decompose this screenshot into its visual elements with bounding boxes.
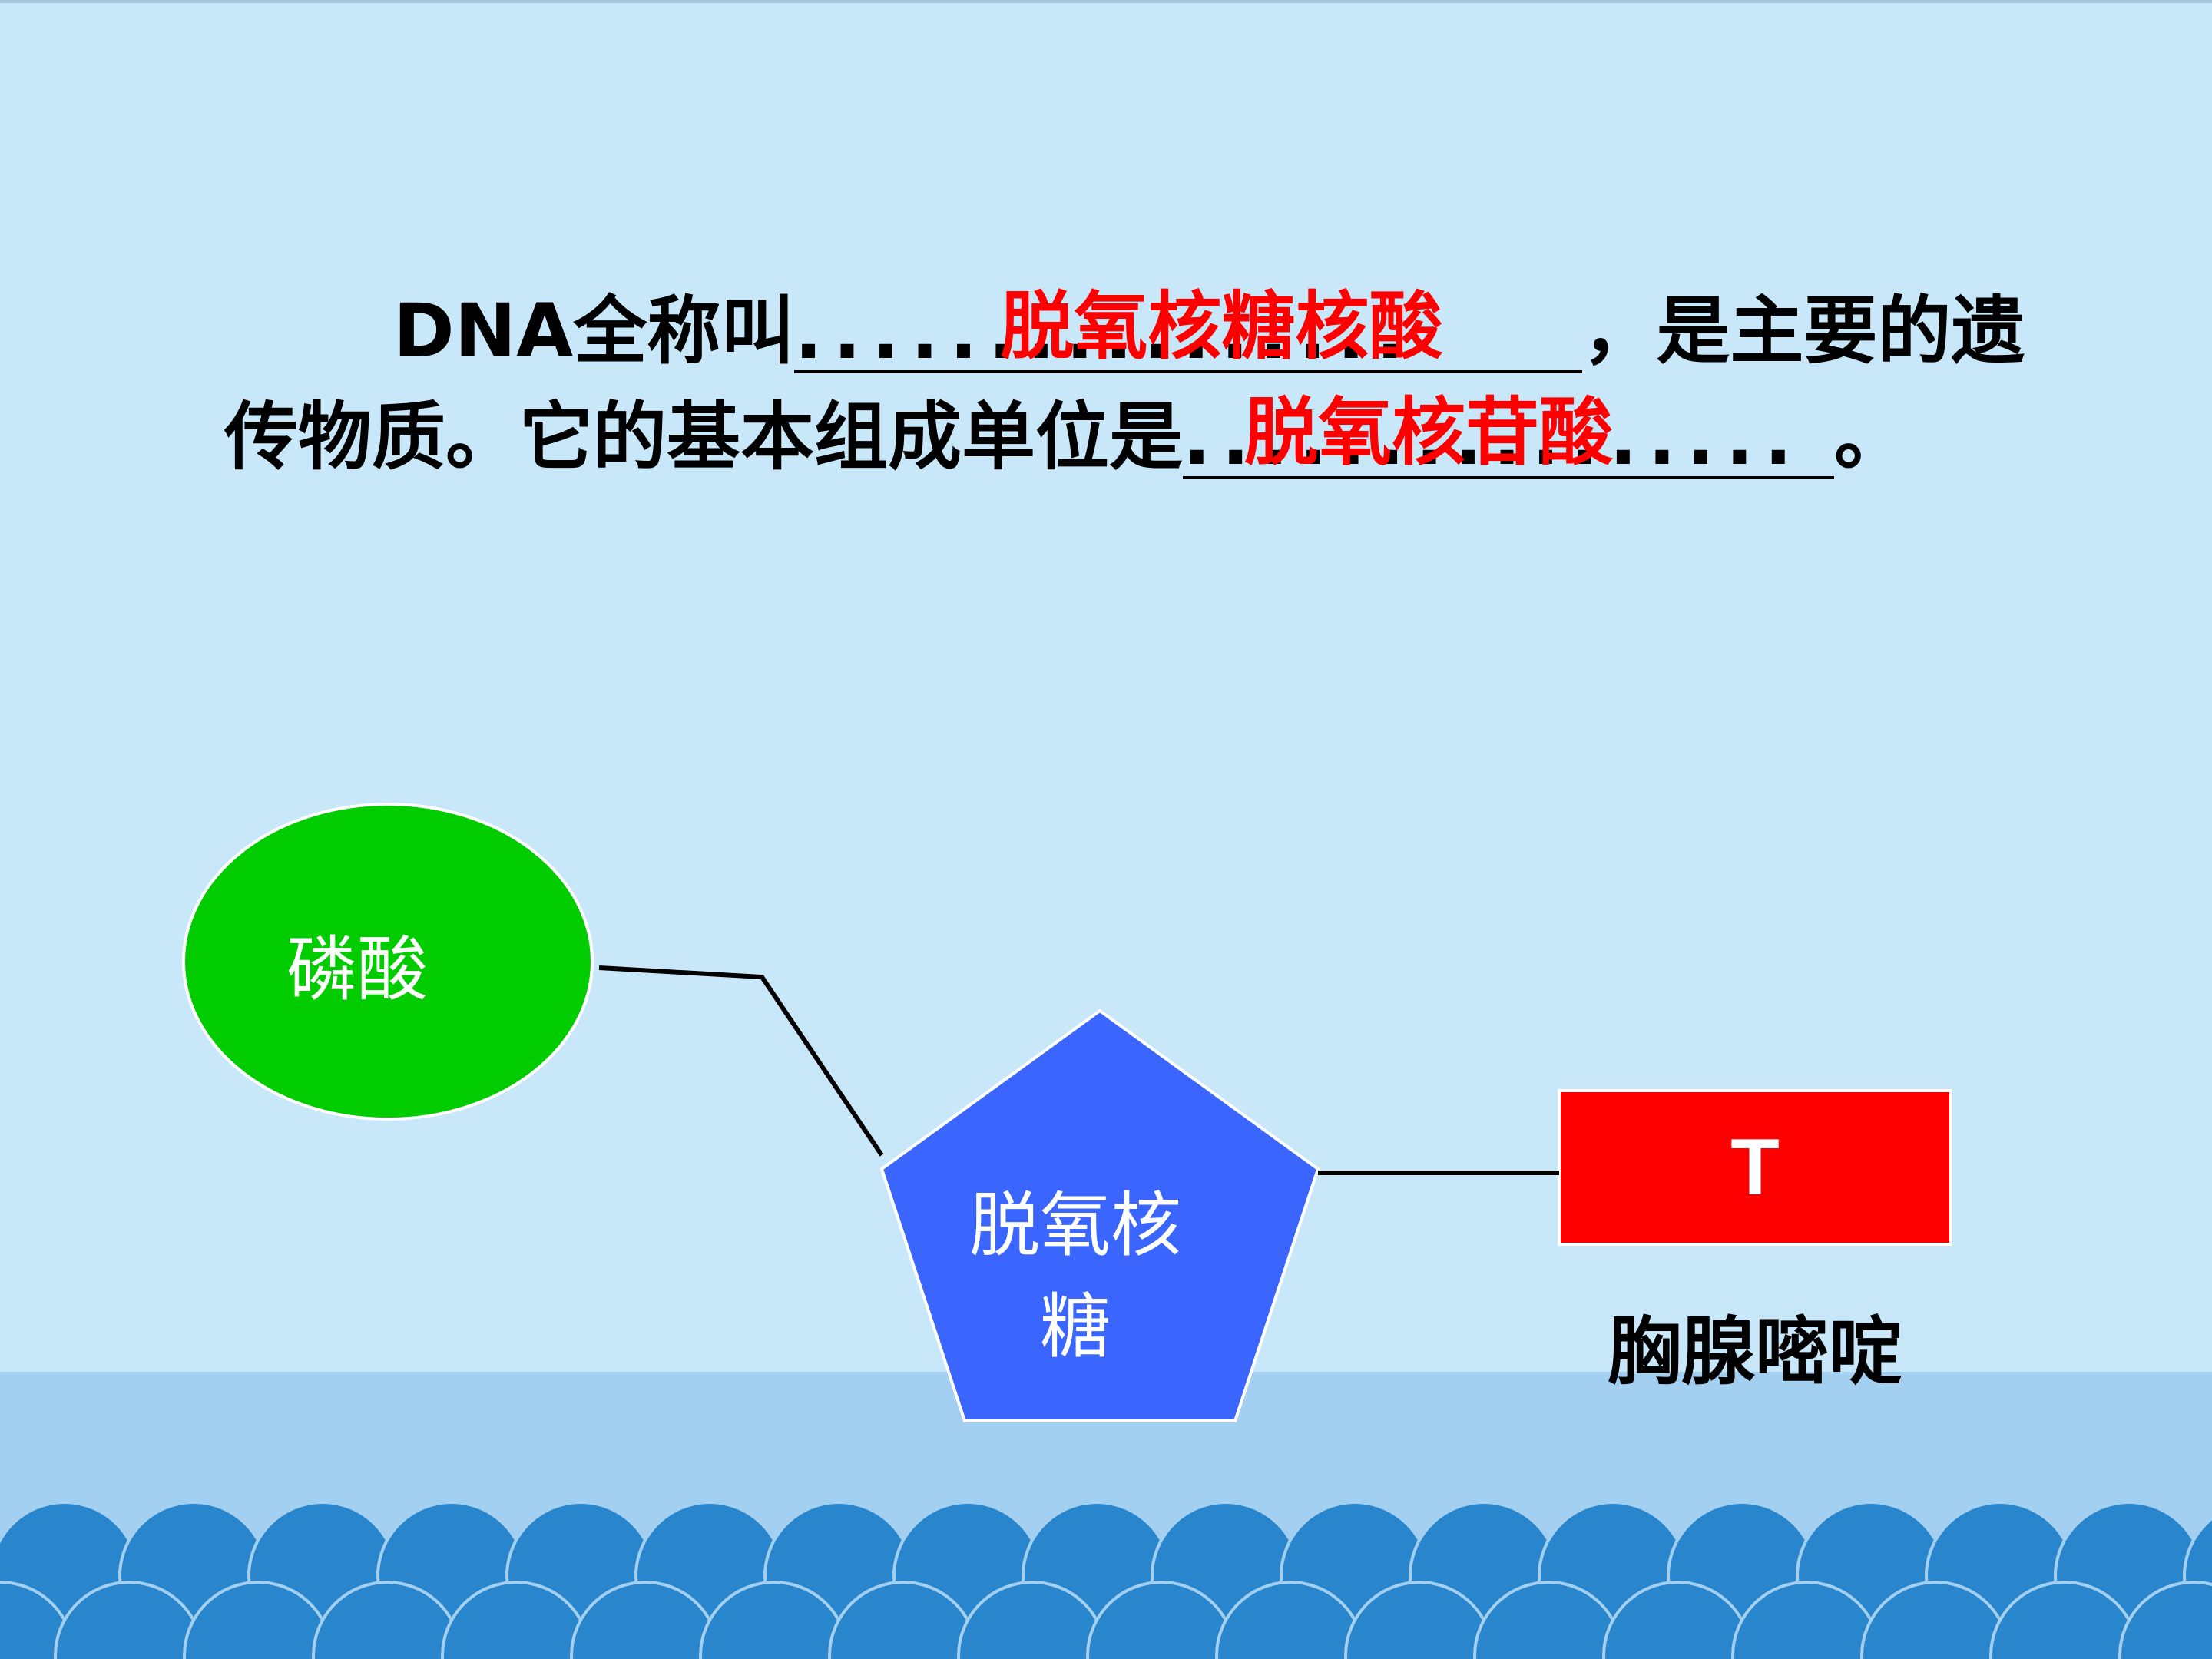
base-letter: T xyxy=(1730,1123,1780,1212)
sugar-pentagon xyxy=(879,1008,1320,1422)
phosphate-sugar-bond xyxy=(598,965,884,1157)
answer-blank-2: ................脱氧核苷酸 xyxy=(1183,390,1834,481)
base-name: 胸腺嘧啶 xyxy=(1608,1308,1902,1395)
base-rect xyxy=(1558,1089,1952,1246)
question-line-2: 传物质。它的基本组成单位是................脱氧核苷酸。 xyxy=(224,390,1908,481)
phosphate-label: 磷酸 xyxy=(286,929,428,1011)
answer-1: 脱氧核糖核酸 xyxy=(1000,283,1443,369)
answer-2: 脱氧核苷酸 xyxy=(1244,389,1613,475)
line2-suffix: 。 xyxy=(1834,394,1908,480)
phosphate-ellipse xyxy=(182,803,594,1121)
line1-suffix: ，是主要的遗 xyxy=(1582,288,2025,374)
wave-decoration xyxy=(0,1501,2212,1659)
question-line-1: DNA全称叫................脱氧核糖核酸，是主要的遗 xyxy=(393,284,2025,375)
sugar-label: 脱氧核糖 xyxy=(969,1184,1181,1368)
line2-prefix: 传物质。它的基本组成单位是 xyxy=(224,394,1183,480)
blank1-dots: ................ xyxy=(794,290,1415,375)
line1-prefix: DNA全称叫 xyxy=(393,288,795,374)
top-edge xyxy=(0,0,2212,3)
blank2-dots: ................ xyxy=(1183,396,1803,481)
wave-scallop xyxy=(2118,1581,2212,1659)
answer-blank-1: ................脱氧核糖核酸 xyxy=(794,284,1583,375)
